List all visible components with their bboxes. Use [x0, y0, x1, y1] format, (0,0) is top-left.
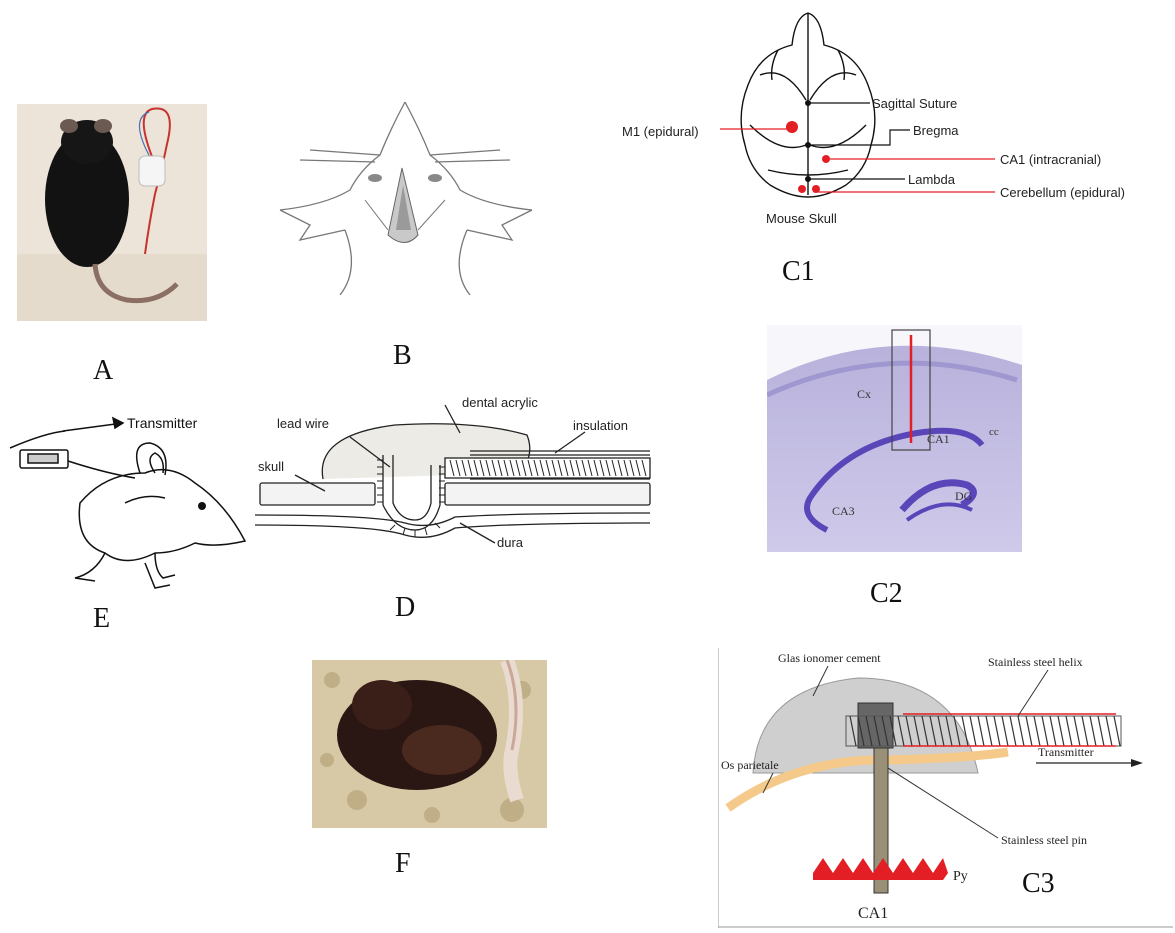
panel-c3-diagram: Glas ionomer cement Stainless steel heli… — [718, 648, 1173, 928]
label-pin: Stainless steel pin — [1001, 833, 1087, 847]
label-cx: Cx — [857, 387, 871, 401]
label-skull: skull — [258, 459, 284, 474]
label-cement: Glas ionomer cement — [778, 651, 881, 665]
panel-b-label: B — [393, 340, 412, 372]
label-ca1-c3: CA1 — [858, 905, 888, 922]
panel-d-diagram: dental acrylic lead wire insulation skul… — [255, 395, 655, 560]
panel-e-label: E — [93, 603, 110, 635]
panel-a-label: A — [93, 355, 113, 387]
panel-c3-label: C3 — [1022, 868, 1055, 900]
label-lead-wire: lead wire — [277, 416, 329, 431]
panel-f-photo — [312, 660, 547, 828]
label-dental-acrylic: dental acrylic — [462, 395, 538, 410]
label-dura: dura — [497, 535, 524, 550]
panel-e-drawing: Transmitter — [5, 403, 250, 593]
label-insulation: insulation — [573, 418, 628, 433]
panel-d-label: D — [395, 592, 415, 624]
label-os-parietale: Os parietale — [721, 758, 779, 772]
panel-c2-label: C2 — [870, 578, 903, 610]
panel-c2-histology: Cx CA1 cc CA3 DG — [767, 325, 1022, 552]
label-dg: DG — [955, 489, 973, 503]
label-m1: M1 (epidural) — [622, 124, 699, 139]
label-sagittal-suture: Sagittal Suture — [872, 96, 957, 111]
label-cerebellum: Cerebellum (epidural) — [1000, 185, 1125, 200]
skull-caption: Mouse Skull — [766, 211, 837, 226]
panel-f-label: F — [395, 848, 411, 880]
panel-b-drawing — [270, 100, 540, 295]
panel-c1-label: C1 — [782, 256, 815, 288]
panel-c1-diagram: Sagittal Suture Bregma Lambda M1 (epidur… — [600, 5, 1175, 245]
label-py: Py — [953, 869, 968, 884]
label-ca1: CA1 — [927, 432, 950, 446]
label-ca1-intracranial: CA1 (intracranial) — [1000, 152, 1101, 167]
label-transmitter-c3: Transmitter — [1038, 745, 1094, 759]
label-helix: Stainless steel helix — [988, 655, 1083, 669]
panel-a-photo — [17, 104, 207, 321]
label-lambda: Lambda — [908, 172, 956, 187]
label-ca3: CA3 — [832, 504, 855, 518]
label-transmitter-e: Transmitter — [127, 415, 198, 431]
label-cc: cc — [989, 426, 999, 438]
label-bregma: Bregma — [913, 123, 959, 138]
